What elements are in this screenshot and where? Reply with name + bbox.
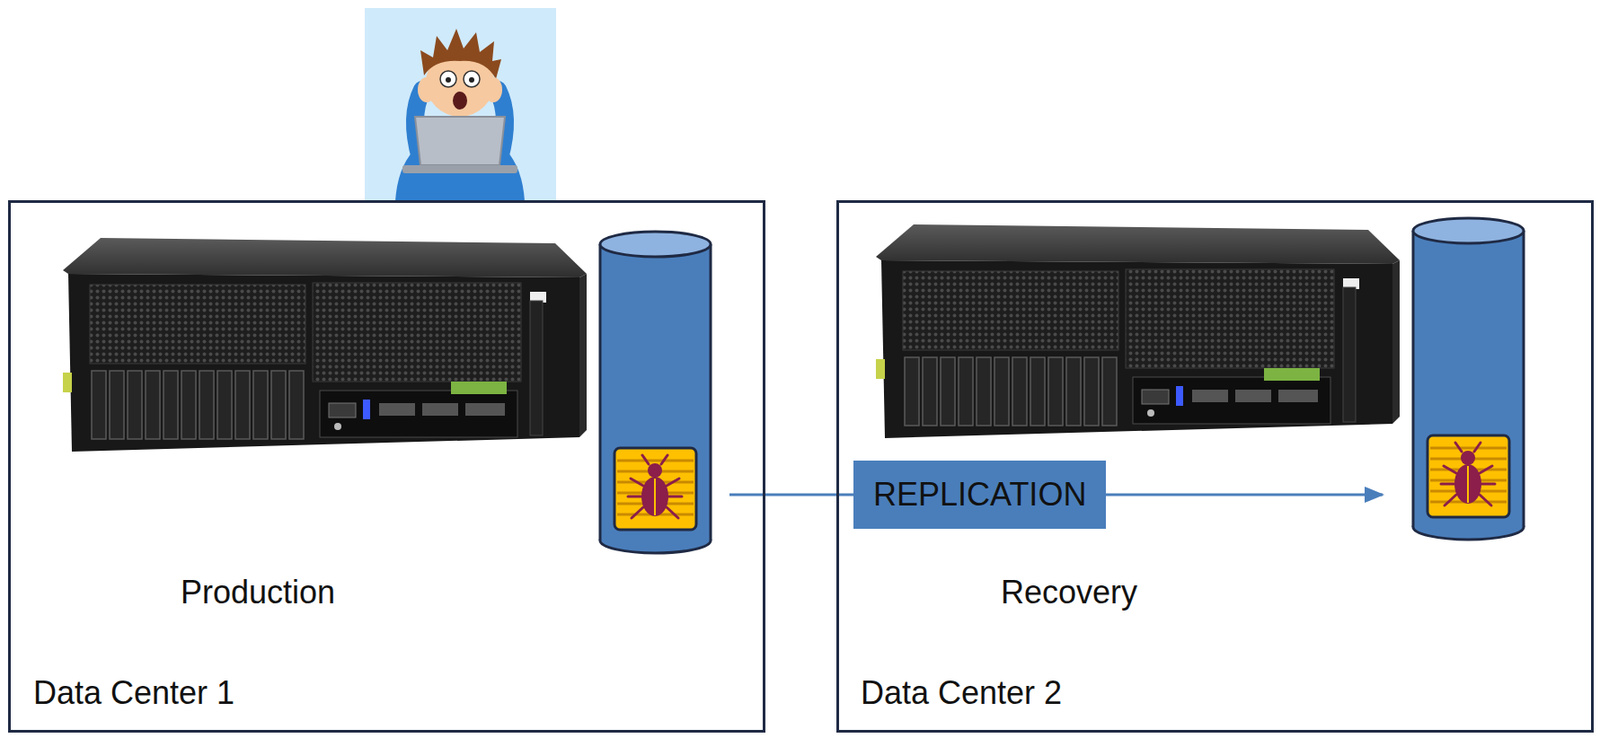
edge-label: REPLICATION: [873, 476, 1087, 513]
edge-label-box: REPLICATION: [853, 460, 1106, 530]
data-center-box: ProductionData Center 1: [8, 200, 766, 734]
data-center-name: Data Center 1: [33, 675, 235, 712]
data-center-name: Data Center 2: [860, 675, 1062, 712]
site-role-label: Recovery: [1000, 574, 1138, 611]
site-role-label: Production: [180, 574, 336, 611]
